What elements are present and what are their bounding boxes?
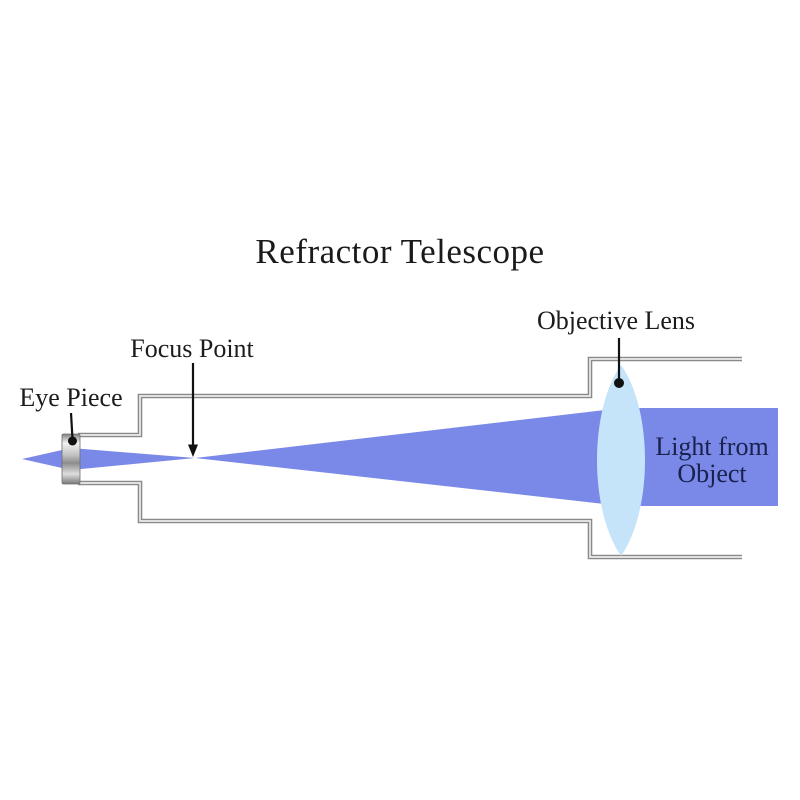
eyepiece-barrel <box>61 433 81 485</box>
eye-piece-leader-line <box>69 412 74 440</box>
objective-lens-dot <box>614 378 624 388</box>
tube-bottom-wall-inner <box>78 482 742 558</box>
light-from-object-label: Light from Object <box>655 433 768 487</box>
focus-point-label: Focus Point <box>130 334 254 363</box>
eye-piece-label: Eye Piece <box>19 383 123 412</box>
objective-lens-label: Objective Lens <box>536 306 696 335</box>
light-from-object-line1: Light from <box>655 432 769 461</box>
eye-piece-dot <box>68 436 77 446</box>
tube-top-wall-inner <box>78 358 742 436</box>
focus-point-arrowhead <box>188 444 198 457</box>
diagram-title: Refractor Telescope <box>255 232 545 271</box>
light-from-object-line2: Object <box>677 459 747 488</box>
objective-lens-shape <box>597 365 645 556</box>
light-beam-eyepiece-cone <box>22 448 195 470</box>
